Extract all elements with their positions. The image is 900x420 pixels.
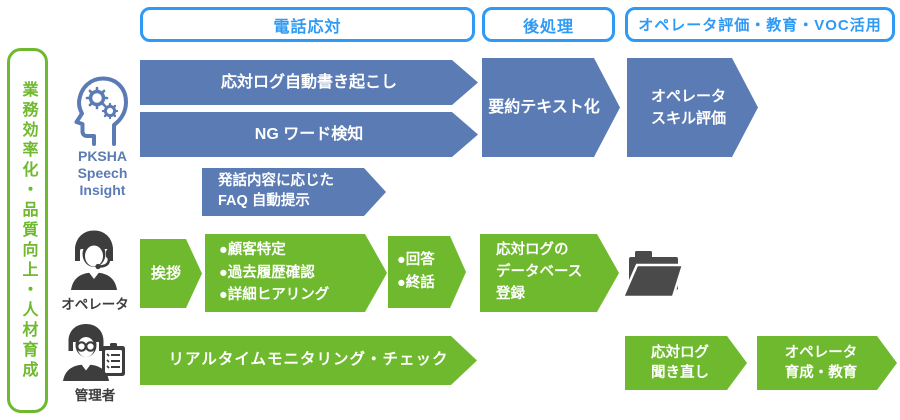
head-gears-icon bbox=[74, 76, 128, 146]
phase-header-evaluation-voc: オペレータ評価・教育・VOC活用 bbox=[625, 7, 895, 42]
step-transcribe-arrow: 応対ログ自動書き起こし bbox=[140, 60, 478, 105]
step-label: リアルタイムモニタリング・チェック bbox=[168, 351, 449, 369]
step-label: ●顧客特定 ●過去履歴確認 ●詳細ヒアリング bbox=[219, 242, 330, 304]
step-skill-eval-arrow: オペレータ スキル評価 bbox=[627, 58, 758, 157]
step-label: NG ワード検知 bbox=[254, 125, 364, 143]
manager-actor-label: 管理者 bbox=[74, 388, 116, 403]
phase-header-label: オペレータ評価・教育・VOC活用 bbox=[638, 17, 882, 34]
step-summary-arrow: 要約テキスト化 bbox=[482, 58, 620, 157]
step-label: 応対ログ自動書き起こし bbox=[220, 73, 397, 91]
step-monitoring-arrow: リアルタイムモニタリング・チェック bbox=[140, 336, 477, 385]
step-label: 応対ログの データベース 登録 bbox=[496, 242, 583, 302]
manager-icon bbox=[63, 324, 125, 381]
step-label: 発話内容に応じた FAQ 自動提示 bbox=[218, 173, 334, 209]
step-faq-suggest-arrow: 発話内容に応じた FAQ 自動提示 bbox=[202, 168, 386, 216]
phase-header-label: 電話応対 bbox=[273, 18, 342, 36]
pksha-product-label: PKSHA Speech Insight bbox=[77, 148, 128, 198]
operator-actor-label: オペレータ bbox=[61, 297, 129, 312]
database-folder-icon bbox=[622, 251, 684, 298]
step-label: 要約テキスト化 bbox=[488, 98, 600, 116]
step-db-register-arrow: 応対ログの データベース 登録 bbox=[480, 234, 619, 312]
goal-bar-label: 業務効率化・品質向上・人材育成 bbox=[19, 80, 37, 381]
phase-header-label: 後処理 bbox=[522, 18, 574, 36]
step-greeting-arrow: 挨拶 bbox=[140, 239, 202, 308]
step-identify-arrow: ●顧客特定 ●過去履歴確認 ●詳細ヒアリング bbox=[205, 234, 387, 312]
step-label: オペレータ スキル評価 bbox=[651, 87, 727, 127]
phase-header-after-call: 後処理 bbox=[482, 7, 615, 42]
step-label: ●回答 ●終話 bbox=[397, 251, 435, 291]
operator-icon bbox=[71, 230, 117, 290]
step-answer-close-arrow: ●回答 ●終話 bbox=[388, 236, 466, 308]
step-label: オペレータ 育成・教育 bbox=[784, 344, 858, 381]
step-replay-arrow: 応対ログ 聞き直し bbox=[625, 336, 747, 390]
step-training-arrow: オペレータ 育成・教育 bbox=[757, 336, 897, 390]
phase-header-call-handling: 電話応対 bbox=[140, 7, 475, 42]
step-label: 応対ログ 聞き直し bbox=[651, 344, 709, 381]
step-label: 挨拶 bbox=[150, 264, 181, 282]
goal-bar: 業務効率化・品質向上・人材育成 bbox=[7, 48, 48, 413]
step-ng-word-arrow: NG ワード検知 bbox=[140, 112, 478, 157]
